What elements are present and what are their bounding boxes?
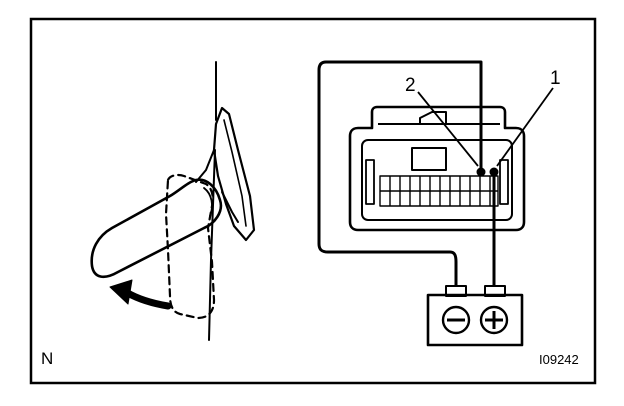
battery-body [426,293,524,347]
mirror-housing [90,178,223,279]
label-1-leader [496,87,554,167]
fold-arrow-head [109,279,133,305]
mirror-arm [195,149,239,223]
diagram-frame [29,17,597,385]
connector-right-latch [499,159,509,205]
terminal-cavities [379,175,499,207]
terminal-2-label: 2 [405,75,416,96]
figure-id-label: I09242 [539,352,579,367]
negative-lead-wire [317,60,483,287]
connector-body [348,105,526,232]
mirror-mount-base [212,106,256,242]
door-mirror [90,61,256,341]
connector-left-latch [365,159,375,205]
connector-inner [361,139,513,221]
view-letter-label: N [41,349,53,368]
fold-direction-arrow [122,288,172,310]
mount-inner-line [223,119,247,227]
terminal-1-label: 1 [550,68,561,89]
mirror-housing-dashed [164,173,216,320]
connector-test [317,60,554,347]
plus-icon [479,305,509,335]
label-2-leader [417,91,479,167]
minus-icon [441,305,471,335]
connector-key [411,147,447,171]
